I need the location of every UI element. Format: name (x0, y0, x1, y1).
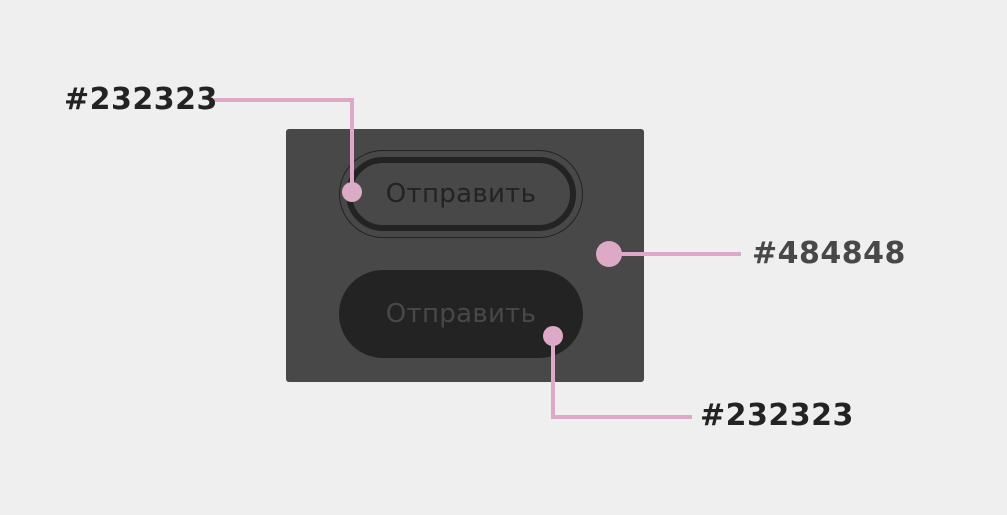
color-label-filled-button: #232323 (700, 398, 854, 433)
annotation-line-3 (551, 336, 692, 419)
outline-button[interactable]: Отправить (346, 157, 576, 231)
annotation-dot-3 (543, 326, 563, 346)
filled-button-label: Отправить (385, 299, 537, 329)
color-label-panel: #484848 (752, 236, 906, 271)
filled-button[interactable]: Отправить (339, 270, 583, 358)
annotation-dot-1 (342, 182, 362, 202)
color-label-outline-border: #232323 (64, 82, 218, 117)
outline-button-label: Отправить (385, 179, 537, 209)
annotation-dot-2 (596, 241, 622, 267)
outline-button-focus-ring (339, 150, 583, 238)
annotation-line-1 (214, 98, 354, 192)
